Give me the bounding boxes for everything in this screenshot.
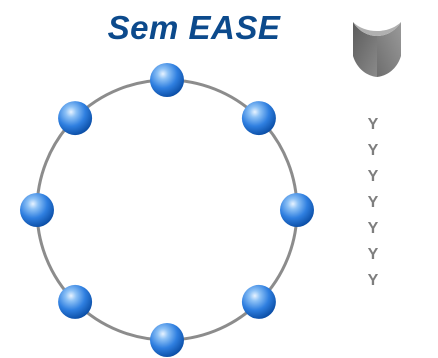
diagram-title: Sem EASE: [107, 9, 281, 46]
letter-y: Y: [367, 116, 379, 133]
ring-node: [280, 193, 314, 227]
ring-node: [150, 323, 184, 357]
shield-chevron-icon: [353, 22, 401, 77]
letter-y: Y: [367, 272, 379, 289]
ring-node: [58, 101, 93, 136]
ring-node: [150, 63, 184, 97]
ring-node: [241, 101, 276, 136]
ring-node: [241, 284, 276, 319]
letter-y: Y: [367, 194, 379, 211]
ring-nodes: [20, 63, 314, 357]
letter-y: Y: [367, 246, 379, 263]
letter-y: Y: [367, 142, 379, 159]
ring-node: [58, 284, 93, 319]
letter-y: Y: [367, 220, 379, 237]
letter-y: Y: [367, 168, 379, 185]
ring-node: [20, 193, 54, 227]
